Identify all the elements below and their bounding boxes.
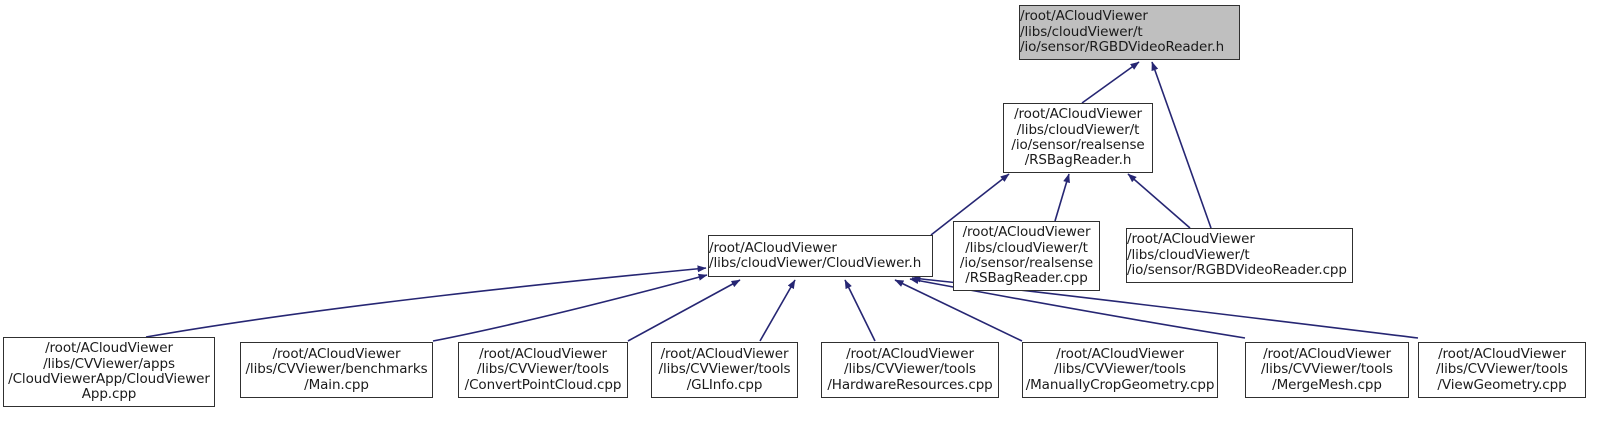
graph-node-cloudviewerapp_cpp[interactable]: /root/ACloudViewer /libs/CVViewer/apps /… — [3, 337, 215, 407]
graph-node-label: /root/ACloudViewer /libs/CVViewer/tools … — [1025, 345, 1215, 393]
graph-edge — [1151, 61, 1212, 229]
graph-node-glinfo_cpp[interactable]: /root/ACloudViewer /libs/CVViewer/tools … — [651, 342, 798, 398]
graph-node-label: /root/ACloudViewer /libs/CVViewer/tools … — [827, 345, 993, 393]
graph-edge — [844, 279, 876, 342]
graph-node-rgbdvideoreader_h[interactable]: /root/ACloudViewer /libs/cloudViewer/t /… — [1019, 5, 1240, 60]
graph-node-label: /root/ACloudViewer /libs/cloudViewer/Clo… — [709, 239, 922, 271]
graph-edge — [759, 279, 796, 342]
graph-node-label: /root/ACloudViewer /libs/CVViewer/apps /… — [8, 340, 210, 403]
graph-node-manuallycropgeometry_cpp[interactable]: /root/ACloudViewer /libs/CVViewer/tools … — [1022, 342, 1218, 398]
graph-node-hardwareresources_cpp[interactable]: /root/ACloudViewer /libs/CVViewer/tools … — [821, 342, 999, 398]
graph-edge — [627, 279, 741, 342]
graph-node-benchmarks_main_cpp[interactable]: /root/ACloudViewer /libs/CVViewer/benchm… — [240, 342, 433, 398]
graph-edge — [145, 265, 707, 338]
graph-edge — [1081, 61, 1140, 104]
graph-node-label: /root/ACloudViewer /libs/CVViewer/benchm… — [245, 345, 428, 393]
graph-edge — [432, 273, 708, 342]
graph-edge — [1127, 173, 1191, 229]
graph-node-viewgeometry_cpp[interactable]: /root/ACloudViewer /libs/CVViewer/tools … — [1418, 342, 1586, 398]
graph-node-label: /root/ACloudViewer /libs/cloudViewer/t /… — [1127, 231, 1347, 279]
graph-node-mergemesh_cpp[interactable]: /root/ACloudViewer /libs/CVViewer/tools … — [1245, 342, 1409, 398]
graph-node-label: /root/ACloudViewer /libs/CVViewer/tools … — [1436, 345, 1568, 393]
edge-group — [145, 61, 1419, 342]
graph-edge — [1054, 173, 1070, 222]
graph-node-cloudviewer_h[interactable]: /root/ACloudViewer /libs/cloudViewer/Clo… — [708, 235, 933, 277]
graph-node-label: /root/ACloudViewer /libs/CVViewer/tools … — [1261, 345, 1393, 393]
graph-node-label: /root/ACloudViewer /libs/CVViewer/tools … — [658, 345, 791, 393]
graph-node-rsbagreader_cpp[interactable]: /root/ACloudViewer /libs/cloudViewer/t /… — [953, 221, 1100, 291]
graph-node-rgbdvideoreader_cpp[interactable]: /root/ACloudViewer /libs/cloudViewer/t /… — [1126, 228, 1353, 283]
graph-node-label: /root/ACloudViewer /libs/cloudViewer/t /… — [959, 224, 1094, 287]
graph-node-label: /root/ACloudViewer /libs/cloudViewer/t /… — [1011, 106, 1145, 169]
graph-node-convertpointcloud_cpp[interactable]: /root/ACloudViewer /libs/CVViewer/tools … — [458, 342, 628, 398]
graph-node-rsbagreader_h[interactable]: /root/ACloudViewer /libs/cloudViewer/t /… — [1003, 103, 1153, 173]
graph-node-label: /root/ACloudViewer /libs/CVViewer/tools … — [464, 345, 622, 393]
graph-node-label: /root/ACloudViewer /libs/cloudViewer/t /… — [1020, 8, 1225, 56]
